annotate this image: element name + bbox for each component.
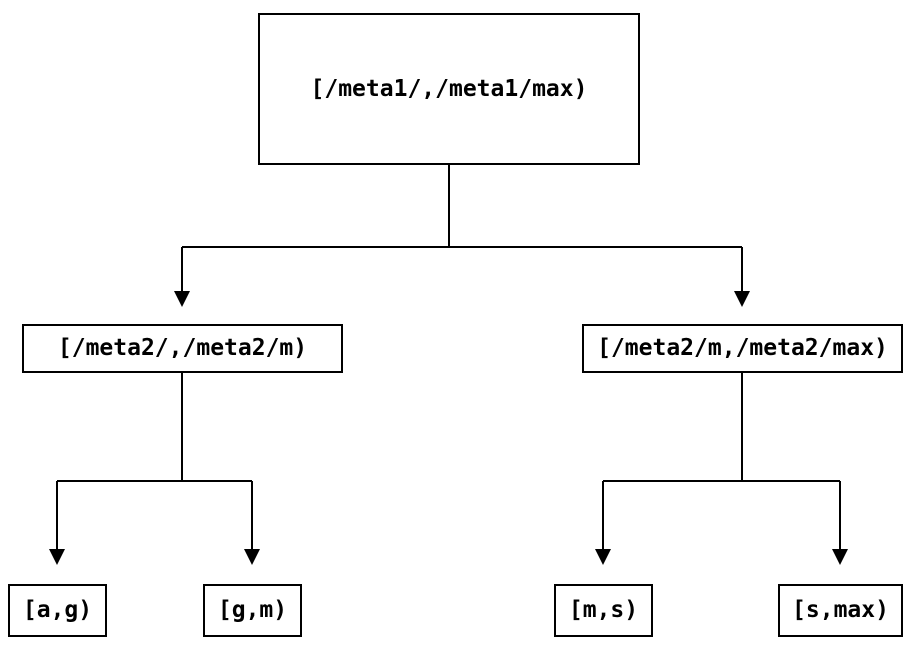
arrowhead-down-icon xyxy=(734,291,750,307)
arrowhead-down-icon xyxy=(244,549,260,565)
node-meta2-upper-range: [/meta2/m,/meta2/max) xyxy=(582,324,903,373)
arrowhead-down-icon xyxy=(832,549,848,565)
node-leaf-m-s: [m,s) xyxy=(554,584,653,637)
arrowhead-down-icon xyxy=(49,549,65,565)
edges-right-subtree xyxy=(595,373,848,565)
edge-root-children-line xyxy=(181,165,743,291)
node-leaf-a-g: [a,g) xyxy=(8,584,107,637)
edges-left-subtree xyxy=(49,373,260,565)
arrowhead-down-icon xyxy=(174,291,190,307)
edge-midleft-children-line xyxy=(56,373,253,549)
arrowhead-down-icon xyxy=(595,549,611,565)
node-leaf-s-max: [s,max) xyxy=(778,584,903,637)
node-root-meta1-range: [/meta1/,/meta1/max) xyxy=(258,13,640,165)
node-meta2-lower-range: [/meta2/,/meta2/m) xyxy=(22,324,343,373)
node-leaf-g-m: [g,m) xyxy=(203,584,302,637)
edges-level-1 xyxy=(174,165,750,307)
edge-midright-children-line xyxy=(602,373,841,549)
